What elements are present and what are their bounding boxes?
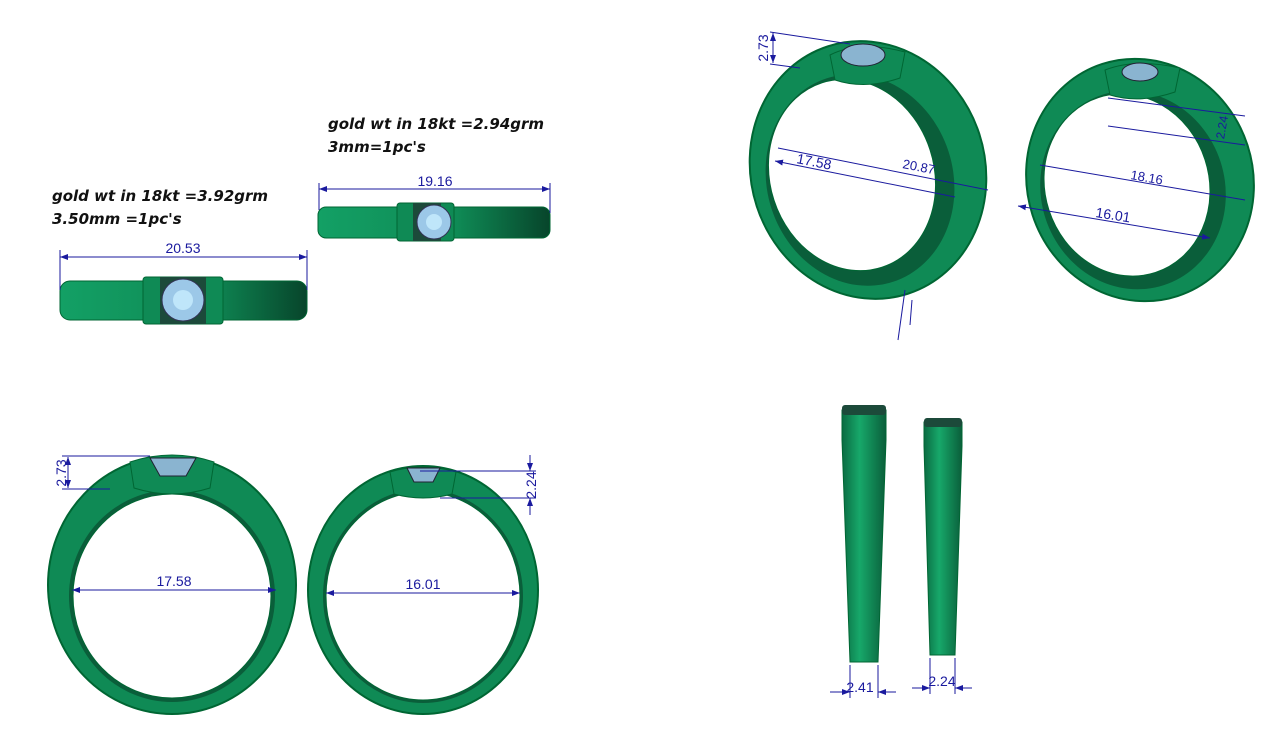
small-ring-front-view: 16.01 2.24 <box>307 455 539 715</box>
small-ring-side-view: 2.24 <box>912 418 972 694</box>
gold-weight-note: gold wt in 18kt =2.94grm <box>328 115 545 133</box>
finger-hole <box>767 78 937 272</box>
large-ring-note: gold wt in 18kt =3.92grm 3.50mm =1pc's <box>52 185 268 231</box>
stone <box>149 457 197 477</box>
stone <box>840 43 886 67</box>
dimension-label: 16.01 <box>1095 204 1132 225</box>
dimension-label: 19.16 <box>417 173 452 189</box>
small-ring-isometric-view: 16.01 18.16 2.24 <box>1017 57 1255 303</box>
dimension-label: 2.24 <box>523 471 539 498</box>
dimension-label: 2.73 <box>755 34 771 61</box>
head <box>924 418 962 427</box>
finger-hole <box>72 493 272 699</box>
large-ring-top-view: 20.53 <box>59 240 308 325</box>
extension-line <box>769 31 851 45</box>
extension-line <box>769 63 801 69</box>
large-ring-front-view: 17.58 2.73 <box>47 454 297 715</box>
extension-line <box>909 299 913 326</box>
dimension-label: 2.41 <box>846 679 873 695</box>
head <box>842 405 886 415</box>
dimension-label: 18.16 <box>1129 167 1164 187</box>
large-ring-isometric-view: 17.58 20.87 2.73 <box>748 31 989 341</box>
dimension-line <box>1017 204 1211 240</box>
dimension-label: 2.73 <box>53 459 69 486</box>
stone-table <box>173 290 193 310</box>
dimension-label: 20.87 <box>901 156 936 177</box>
large-ring-side-view: 2.41 <box>830 405 896 698</box>
extension-line <box>1107 125 1246 146</box>
extension-line <box>897 289 906 341</box>
dimension-label: 17.58 <box>795 150 833 172</box>
stone <box>1121 62 1159 82</box>
dimension-label: 2.24 <box>928 673 955 689</box>
dimension-label: 2.24 <box>1213 114 1231 140</box>
band <box>841 409 887 663</box>
dimension-line <box>1039 164 1246 201</box>
extension-line <box>1107 97 1246 117</box>
dimension-label: 16.01 <box>405 576 440 592</box>
stone-size-note: 3mm=1pc's <box>328 138 426 156</box>
dimension-line <box>777 147 989 191</box>
small-ring-top-view: 19.16 <box>317 173 551 242</box>
small-ring-note: gold wt in 18kt =2.94grm 3mm=1pc's <box>328 113 544 159</box>
stone-size-note: 3.50mm =1pc's <box>52 210 182 228</box>
dimension-label: 20.53 <box>165 240 200 256</box>
gold-weight-note: gold wt in 18kt =3.92grm <box>52 187 269 205</box>
band <box>923 421 963 656</box>
finger-hole <box>325 491 521 701</box>
dimension-label: 17.58 <box>156 573 191 589</box>
stone-table <box>426 214 442 230</box>
dimension-line <box>774 159 956 198</box>
